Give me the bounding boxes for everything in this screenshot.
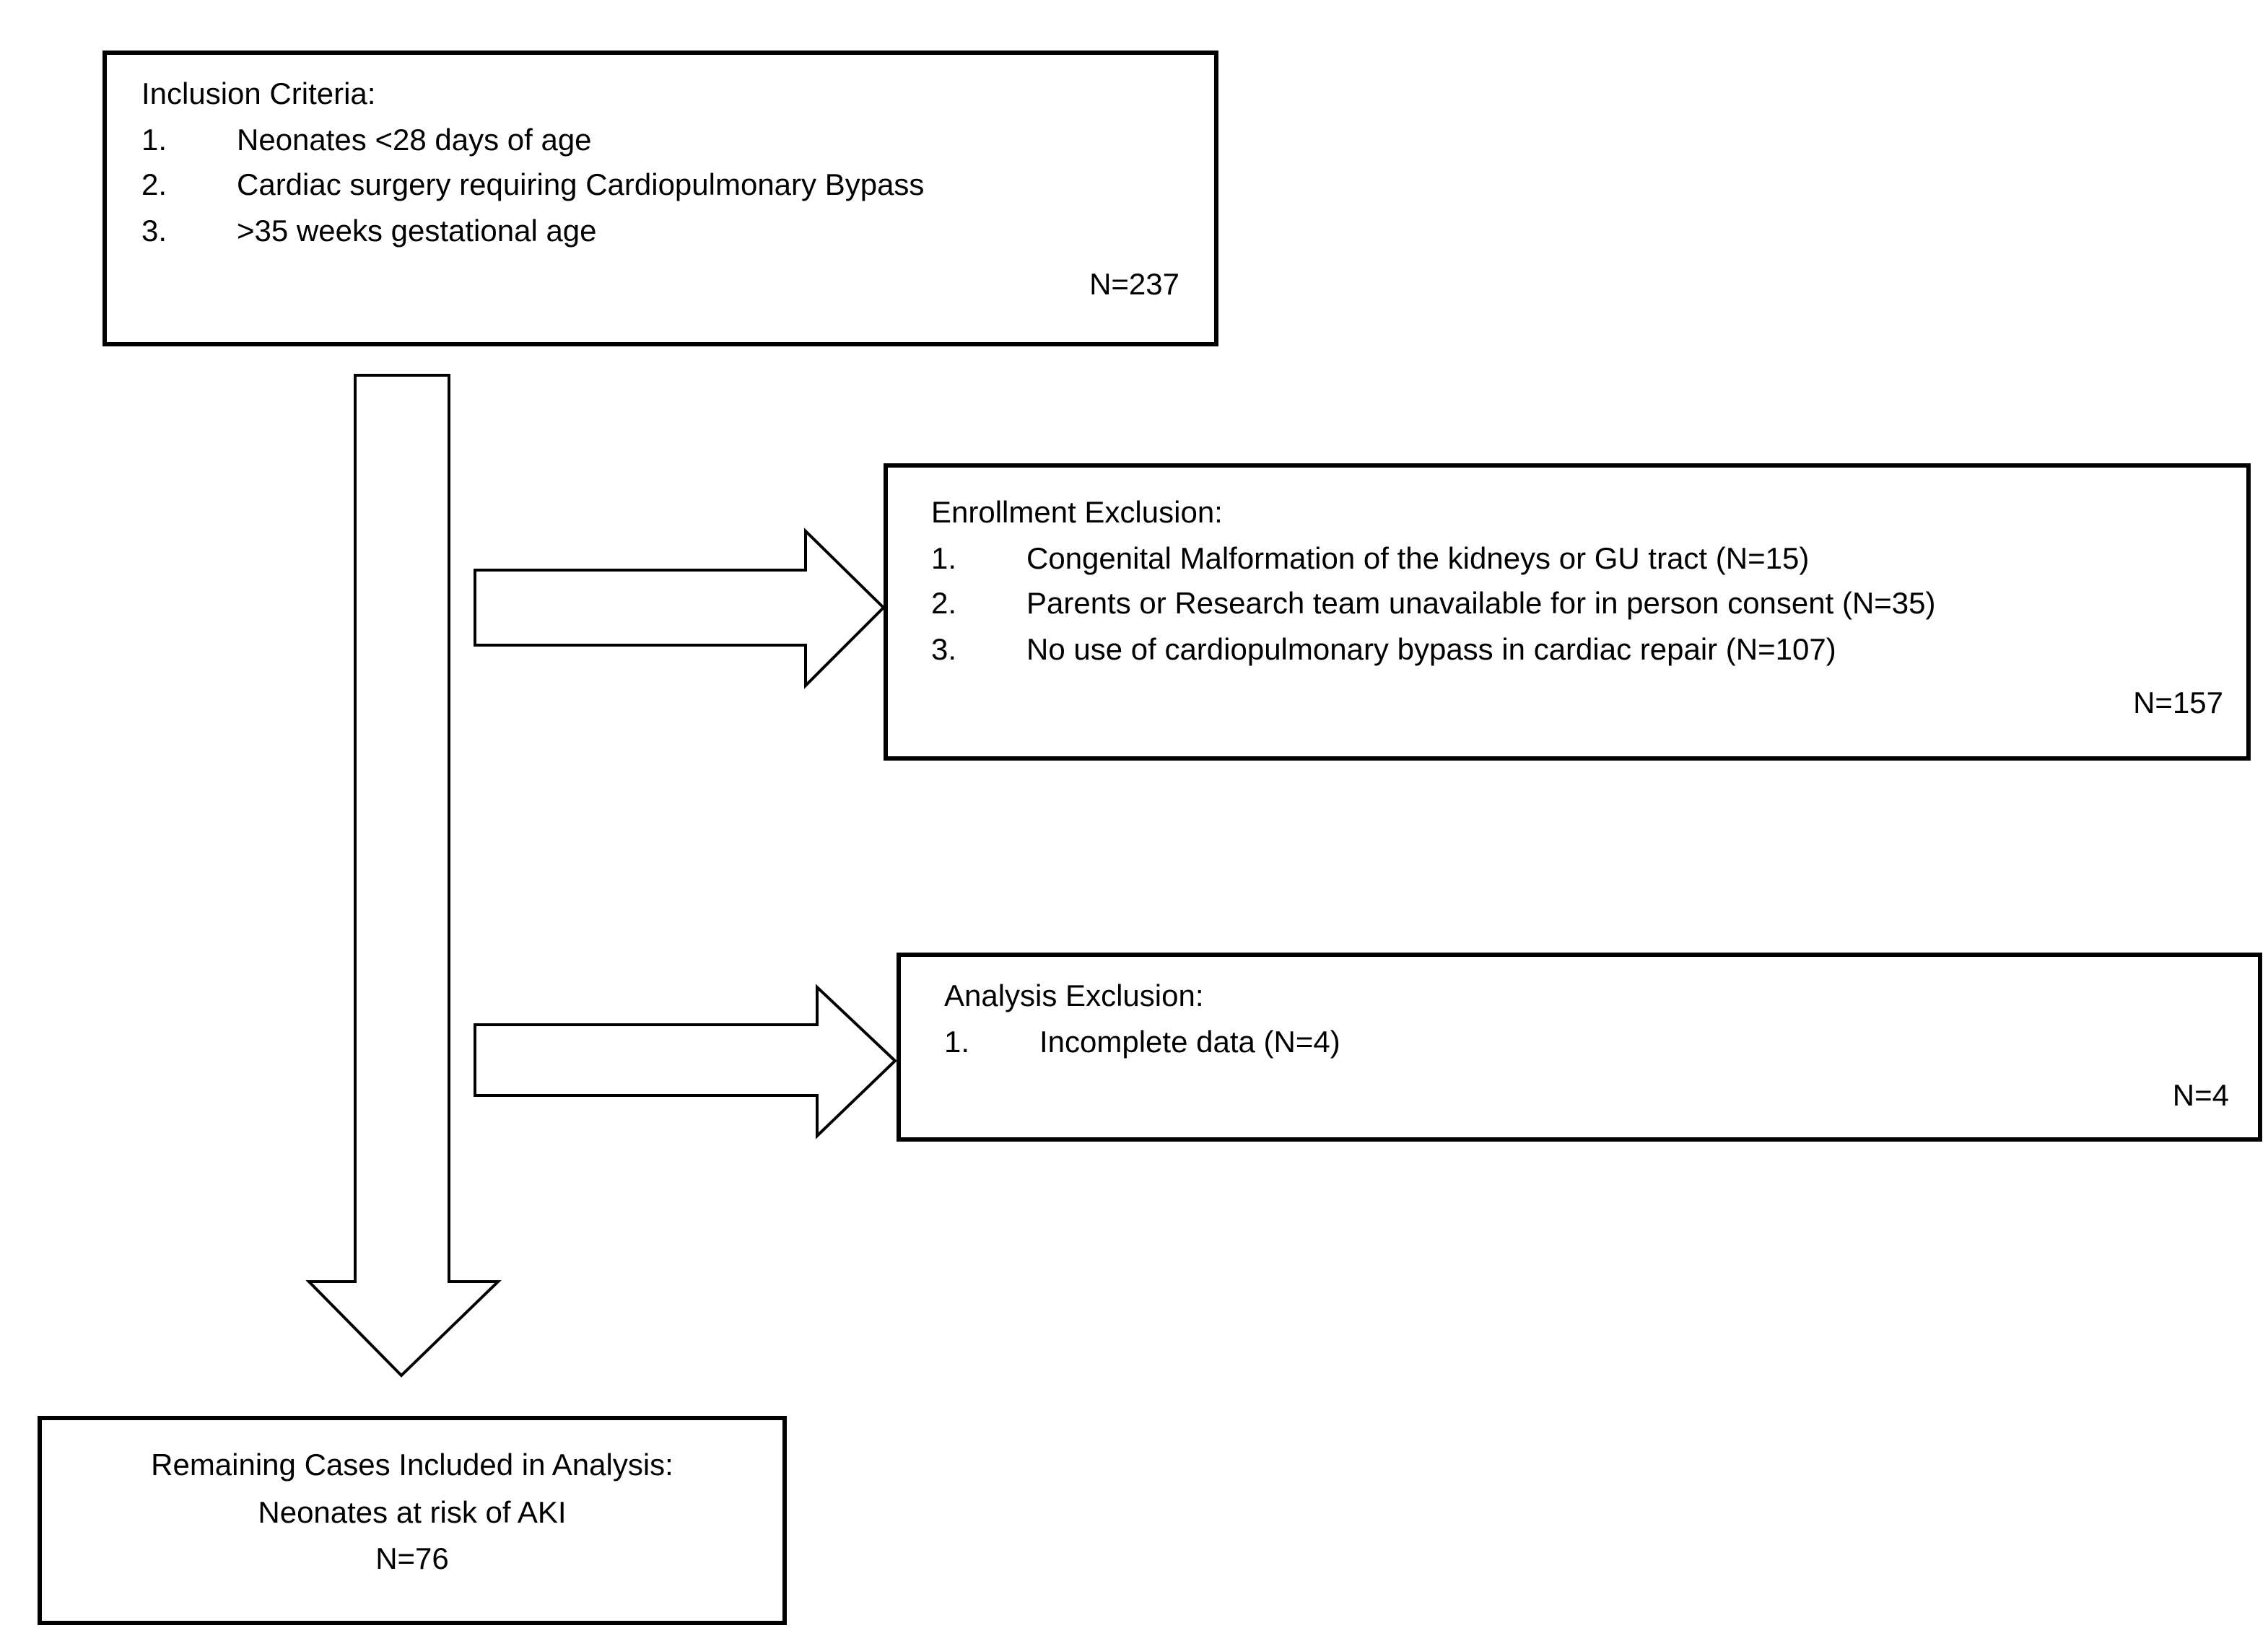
list-item-number: 1. [931,542,957,575]
enrollment-n-count-label: N=157 [2133,687,2223,720]
inclusion-item-2: 2. Cardiac surgery requiring Cardiopulmo… [141,163,1179,209]
enrollment-item-3: 3. No use of cardiopulmonary bypass in c… [931,627,2223,673]
list-item-number: 3. [931,633,957,666]
analysis-exclusion-title: Analysis Exclusion: [944,980,1204,1013]
list-item-text: Incomplete data (N=4) [1039,1025,1340,1059]
inclusion-criteria-box: Inclusion Criteria: 1. Neonates <28 days… [103,51,1218,346]
inclusion-criteria-title: Inclusion Criteria: [141,78,376,111]
list-item-text: Congenital Malformation of the kidneys o… [1026,542,1810,575]
list-item-text: Parents or Research team unavailable for… [1026,587,1936,621]
right-block-arrow-analysis [474,984,897,1139]
list-item-text: >35 weeks gestational age [237,214,597,248]
inclusion-item-3: 3. >35 weeks gestational age [141,209,1179,254]
analysis-n-count-label: N=4 [2172,1080,2229,1113]
enrollment-exclusion-box: Enrollment Exclusion: 1. Congenital Malf… [884,463,2251,761]
list-item-text: Cardiac surgery requiring Cardiopulmonar… [237,169,925,202]
inclusion-n-count-label: N=237 [1089,268,1179,302]
inclusion-item-1: 1. Neonates <28 days of age [141,118,1179,163]
list-item-number: 1. [141,123,167,157]
list-item-number: 2. [141,169,167,202]
analysis-item-1: 1. Incomplete data (N=4) [944,1020,2229,1065]
list-item-number: 3. [141,214,167,248]
enrollment-exclusion-title: Enrollment Exclusion: [931,496,1223,530]
down-block-arrow [305,374,502,1378]
remaining-cases-line-2: Neonates at risk of AKI [258,1496,567,1530]
remaining-cases-n-count: N=76 [375,1543,449,1577]
list-item-number: 1. [944,1025,970,1059]
enrollment-item-2: 2. Parents or Research team unavailable … [931,582,2223,627]
remaining-cases-box: Remaining Cases Included in Analysis: Ne… [38,1416,787,1625]
enrollment-item-1: 1. Congenital Malformation of the kidney… [931,536,2223,582]
list-item-text: Neonates <28 days of age [237,123,592,157]
remaining-cases-line-1: Remaining Cases Included in Analysis: [151,1449,673,1482]
analysis-exclusion-box: Analysis Exclusion: 1. Incomplete data (… [897,953,2262,1142]
list-item-number: 2. [931,587,957,621]
right-block-arrow-enrollment [474,528,886,689]
list-item-text: No use of cardiopulmonary bypass in card… [1026,633,1836,666]
